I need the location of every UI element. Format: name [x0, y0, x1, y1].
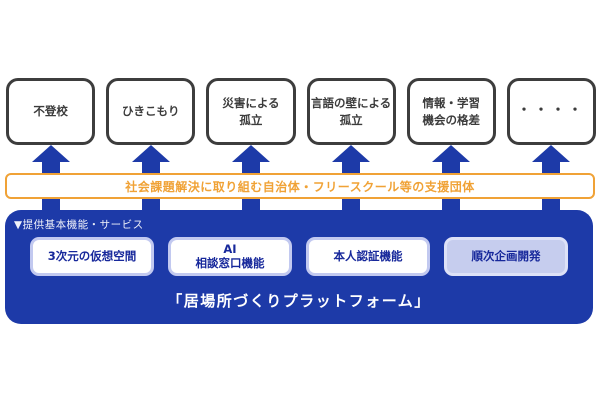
- issue-box-disaster-isolation: 災害による 孤立: [206, 78, 296, 145]
- arrow-head: [432, 145, 471, 162]
- support-organizations-label: 社会課題解決に取り組む自治体・フリースクール等の支援団体: [125, 179, 475, 194]
- issue-label: 不登校: [33, 104, 68, 119]
- issue-label: 災害による 孤立: [222, 96, 280, 127]
- issue-box-hikikomori: ひきこもり: [106, 78, 196, 145]
- arrow-head: [231, 145, 270, 162]
- issue-box-language-isolation: 言語の壁による 孤立: [306, 78, 396, 145]
- feature-box-ai-consultation: AI 相談窓口機能: [168, 237, 292, 276]
- support-organizations-bar: 社会課題解決に取り組む自治体・フリースクール等の支援団体: [5, 173, 595, 199]
- section-label: ▼提供基本機能・サービス: [14, 219, 144, 231]
- issue-box-truancy: 不登校: [6, 78, 96, 145]
- issue-label: 情報・学習 機会の格差: [422, 96, 481, 127]
- feature-label: 本人認証機能: [333, 248, 403, 263]
- features-row: 3次元の仮想空間 AI 相談窓口機能 本人認証機能 順次企画開発: [30, 237, 568, 276]
- feature-label: AI 相談窓口機能: [195, 241, 265, 270]
- issue-box-opportunity-gap: 情報・学習 機会の格差: [406, 78, 496, 145]
- platform-title: 「居場所づくりプラットフォーム」: [167, 292, 431, 310]
- arrow-head: [131, 145, 170, 162]
- issue-box-more: ・・・・: [506, 78, 597, 145]
- issue-label: ・・・・: [517, 103, 586, 119]
- arrow-head: [332, 145, 371, 162]
- feature-box-planned-development: 順次企画開発: [444, 237, 568, 276]
- arrow-head: [532, 145, 571, 162]
- feature-label: 3次元の仮想空間: [47, 248, 137, 263]
- social-issues-row: 不登校 ひきこもり 災害による 孤立 言語の壁による 孤立 情報・学習 機会の格…: [6, 78, 597, 145]
- feature-box-3d-virtual-space: 3次元の仮想空間: [30, 237, 154, 276]
- feature-box-identity-verification: 本人認証機能: [306, 237, 430, 276]
- issue-label: 言語の壁による 孤立: [311, 96, 392, 127]
- feature-label: 順次企画開発: [471, 248, 541, 263]
- issue-label: ひきこもり: [122, 104, 180, 119]
- arrow-head: [31, 145, 70, 162]
- platform-box: ▼提供基本機能・サービス 3次元の仮想空間 AI 相談窓口機能 本人認証機能 順…: [5, 210, 593, 324]
